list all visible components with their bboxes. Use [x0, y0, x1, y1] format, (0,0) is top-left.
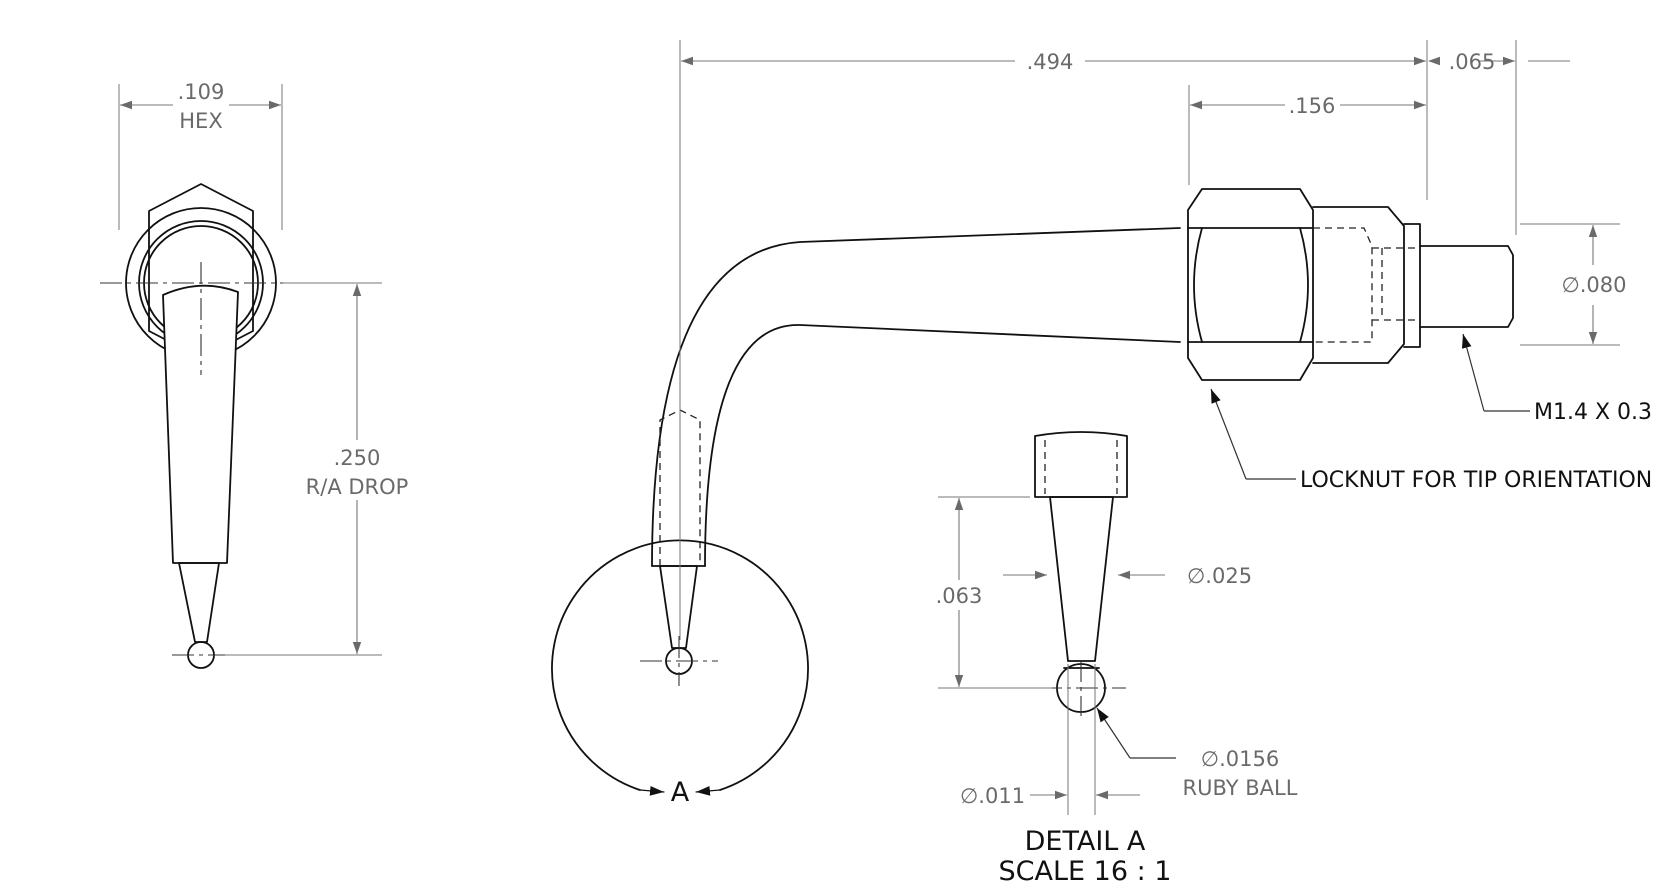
detail-view: .063 ∅.025 ∅.0156 RUBY BALL ∅.011 DETAIL… — [936, 431, 1298, 887]
side-view: .109 HEX .250 R/A DROP — [100, 80, 409, 669]
front-stylus-bend-lower — [704, 324, 1181, 567]
detail-a-arrow-right — [695, 785, 721, 796]
detail-collar — [1034, 431, 1128, 498]
locknut-note: LOCKNUT FOR TIP ORIENTATION — [1300, 468, 1652, 493]
detail-tip-diameter-value: ∅.025 — [1187, 564, 1252, 588]
front-stylus-bend-upper — [651, 227, 1181, 567]
locknut-note-leader-diag — [1210, 388, 1247, 480]
locknut-face-arc-left — [1193, 227, 1203, 343]
thread-note: M1.4 X 0.3 — [1534, 400, 1652, 425]
locknut-face-arc-right — [1299, 227, 1309, 343]
detail-a-arrow-left — [639, 785, 665, 796]
side-drop-label: R/A DROP — [306, 475, 409, 499]
detail-ball-leader-diag — [1096, 707, 1131, 759]
hidden-bore — [1313, 227, 1373, 343]
side-stylus-tip — [178, 562, 220, 643]
thread-note-leader-diag — [1461, 333, 1485, 412]
thread-length-value: .065 — [1449, 50, 1496, 74]
detail-title: DETAIL A — [1025, 826, 1146, 857]
detail-ball-diameter-value: ∅.0156 — [1201, 747, 1279, 771]
front-view: A .494 .065 .156 — [551, 40, 1652, 808]
detail-scale: SCALE 16 : 1 — [999, 856, 1172, 887]
detail-neck-diameter-value: ∅.011 — [960, 784, 1025, 808]
detail-ball-label: RUBY BALL — [1183, 776, 1298, 800]
side-stylus-stem — [162, 284, 239, 564]
side-drop-value: .250 — [334, 446, 381, 470]
locknut-length-value: .156 — [1289, 94, 1336, 118]
threaded-shank — [1419, 245, 1514, 328]
side-hex-width-label: HEX — [179, 109, 222, 133]
locknut-outline — [1187, 188, 1314, 381]
adapter-shoulder — [1403, 223, 1421, 348]
hidden-thread-bore — [1372, 247, 1420, 321]
detail-a-callout: A — [671, 777, 690, 808]
adapter-body — [1312, 206, 1405, 364]
detail-stem-length-value: .063 — [936, 584, 983, 608]
side-hex-width-value: .109 — [178, 80, 225, 104]
overall-length-value: .494 — [1027, 50, 1074, 74]
detail-tapered-tip — [1049, 496, 1114, 662]
thread-diameter-value: ∅.080 — [1561, 273, 1626, 297]
front-stylus-tip — [659, 565, 698, 649]
